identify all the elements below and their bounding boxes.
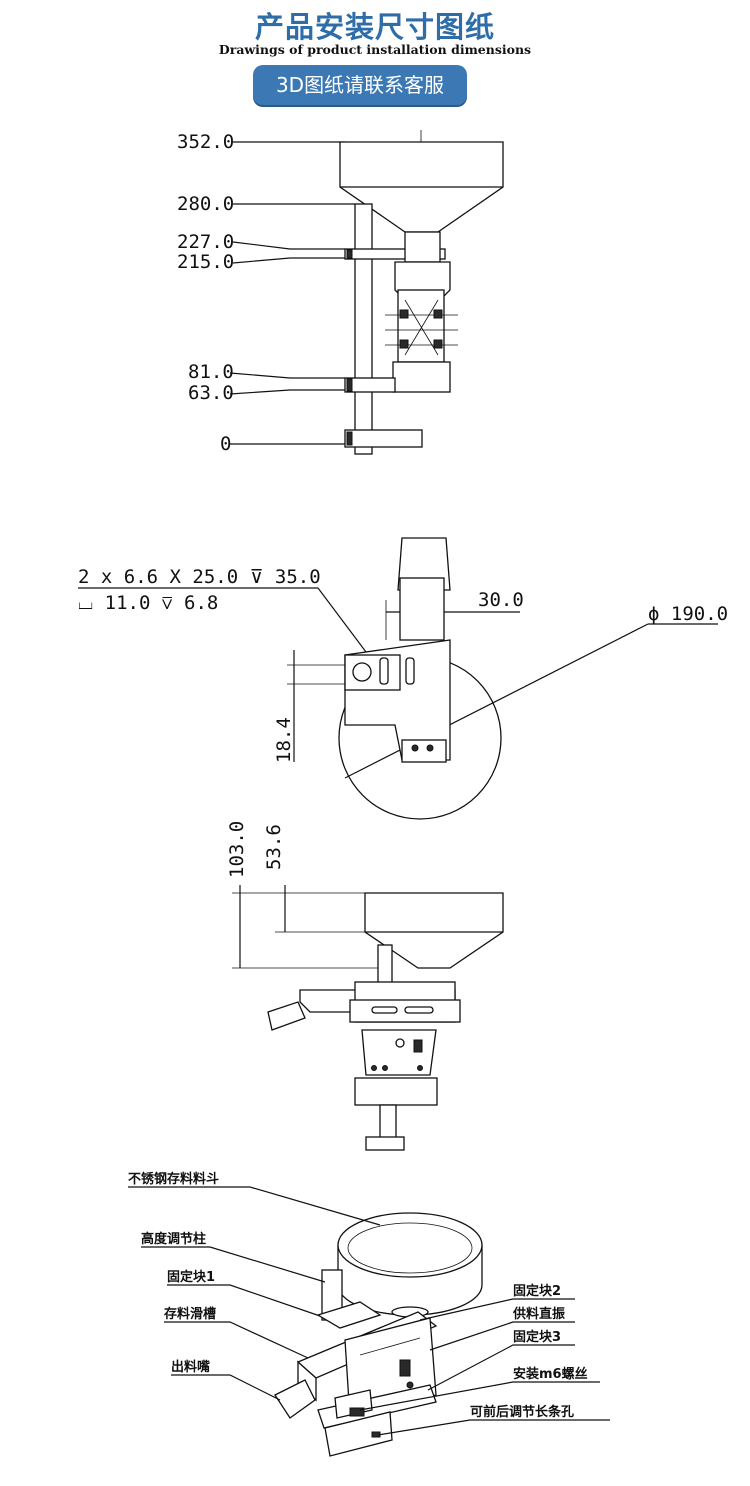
side-view: 103.0 53.6: [226, 821, 504, 1151]
label-hopper: 不锈钢存料料斗: [128, 1171, 219, 1187]
label-slot: 可前后调节长条孔: [470, 1404, 574, 1420]
label-chute: 存料滑槽: [164, 1306, 216, 1322]
label-height-post: 高度调节柱: [141, 1231, 206, 1247]
iso-view: 不锈钢存料料斗 高度调节柱 固定块1 存料滑槽 出料嘴 固定块2 供料直振 固定…: [128, 1171, 610, 1457]
dim-227: 227.0: [177, 231, 234, 253]
label-screw: 安装m6螺丝: [513, 1366, 588, 1382]
label-fix-block-1: 固定块1: [167, 1269, 215, 1285]
page-title: 产品安装尺寸图纸: [254, 10, 495, 44]
dim-352: 352.0: [177, 131, 234, 153]
label-vibrator: 供料直振: [512, 1306, 565, 1322]
dim-53-6: 53.6: [263, 824, 285, 870]
dim-0: 0: [220, 433, 231, 455]
top-view: 2 x 6.6 X 25.0 ⊽ 35.0 ⌴ 11.0 ⊽ 6.8 30.0 …: [78, 537, 728, 820]
label-fix-block-2: 固定块2: [513, 1283, 561, 1299]
hole-spec-1: 2 x 6.6 X 25.0 ⊽ 35.0: [78, 566, 321, 588]
dim-30: 30.0: [478, 589, 524, 611]
hole-spec-2: ⌴ 11.0 ⊽ 6.8: [78, 592, 218, 614]
label-nozzle: 出料嘴: [171, 1359, 210, 1375]
dim-215: 215.0: [177, 251, 234, 273]
front-view: 352.0 280.0 227.0 215.0 81.0 63.0 0: [177, 130, 504, 455]
page-subtitle: Drawings of product installation dimensi…: [218, 42, 532, 57]
contact-badge[interactable]: 3D图纸请联系客服: [253, 65, 467, 105]
dim-280: 280.0: [177, 193, 234, 215]
dim-103: 103.0: [226, 821, 248, 878]
dim-diameter: ϕ 190.0: [648, 603, 728, 625]
dim-81: 81.0: [188, 361, 234, 383]
dim-18-4: 18.4: [273, 717, 295, 763]
dim-63: 63.0: [188, 382, 234, 404]
label-fix-block-3: 固定块3: [513, 1329, 561, 1345]
